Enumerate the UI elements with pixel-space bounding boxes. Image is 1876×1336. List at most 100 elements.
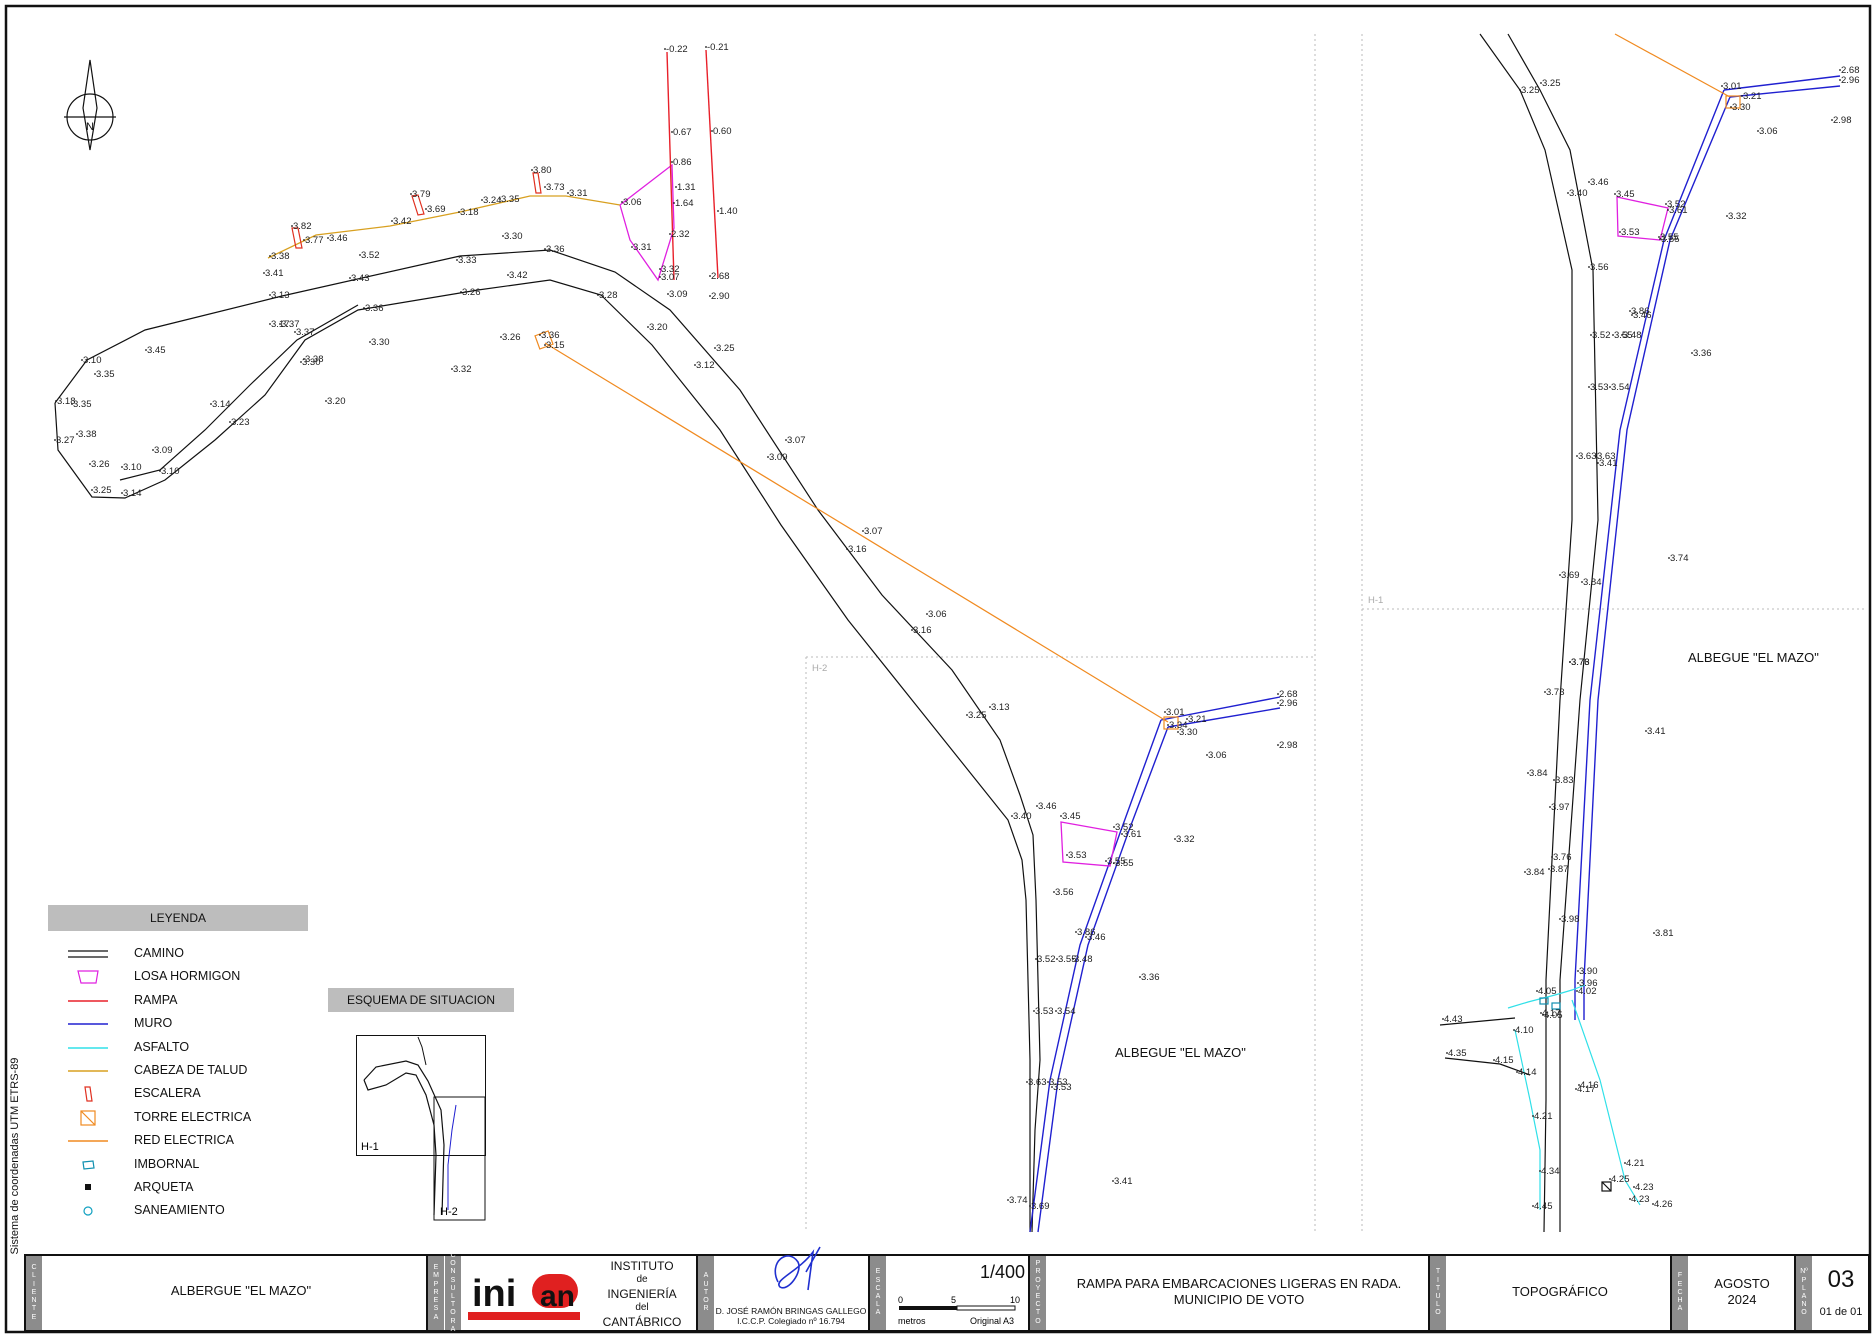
- sheet-label-h2: H-2: [812, 663, 827, 674]
- spot-height-label: 3.25: [716, 343, 735, 354]
- spot-height-marker: [667, 293, 669, 295]
- tab-letter: N: [31, 1297, 37, 1305]
- spot-height-label: 3.69: [1031, 1201, 1050, 1212]
- spot-height-marker: [1553, 779, 1555, 781]
- spot-height-label: 3.46: [1087, 932, 1106, 943]
- spot-height-marker: [1559, 574, 1561, 576]
- spot-height-label: 3.13: [271, 290, 290, 301]
- spot-height-marker: [539, 334, 541, 336]
- spot-height-label: 3.28: [599, 290, 618, 301]
- spot-height-marker: [269, 294, 271, 296]
- spot-height-marker: [1544, 691, 1546, 693]
- spot-height-marker: [1597, 462, 1599, 464]
- tab-letter: E: [875, 1268, 881, 1276]
- spot-height-marker: [673, 202, 675, 204]
- spot-height-marker: [1035, 958, 1037, 960]
- spot-height-label: 3.55: [1115, 858, 1134, 869]
- spot-height-marker: [325, 400, 327, 402]
- spot-height-marker: [460, 291, 462, 293]
- tab-letter: L: [876, 1301, 880, 1309]
- tab-letter: T: [1435, 1284, 1441, 1292]
- spot-height-marker: [1493, 1059, 1495, 1061]
- spot-height-label: 3.76: [1571, 657, 1590, 668]
- spot-heights-h1: 3.253.252.682.963.013.213.303.062.983.40…: [1442, 65, 1860, 1212]
- tab-letter: O: [450, 1260, 456, 1268]
- spot-height-label: 3.24: [483, 195, 502, 206]
- tab-letter: E: [433, 1264, 439, 1272]
- spot-height-marker: [1609, 386, 1611, 388]
- spot-height-label: 3.35: [73, 399, 92, 410]
- spot-height-label: 3.83: [1555, 775, 1574, 786]
- tab-letter: A: [875, 1309, 881, 1317]
- spot-height-label: 3.10: [161, 466, 180, 477]
- spot-height-label: 3.53: [1053, 1082, 1072, 1093]
- spot-height-label: 3.52: [1115, 822, 1134, 833]
- spot-height-label: 2.32: [671, 229, 690, 240]
- tab-letter: C: [1035, 1301, 1041, 1309]
- tab-letter: A: [433, 1313, 439, 1321]
- spot-height-marker: [846, 548, 848, 550]
- author-name: D. JOSÉ RAMÓN BRINGAS GALLEGO: [715, 1306, 867, 1316]
- spot-height-marker: [1527, 772, 1529, 774]
- legend-label: ARQUETA: [134, 1179, 194, 1194]
- spot-height-marker: [89, 463, 91, 465]
- spot-heights-h2: 2.682.963.013.213.343.303.062.983.463.40…: [1007, 689, 1298, 1212]
- spot-height-label: 3.63: [1028, 1077, 1047, 1088]
- spot-height-label: 3.20: [327, 396, 346, 407]
- spot-height-label: 3.77: [305, 235, 324, 246]
- arqueta-symbol-icon: [85, 1183, 91, 1190]
- tab-letter: P: [1035, 1260, 1041, 1268]
- spot-height-label: 3.80: [533, 165, 552, 176]
- spot-height-marker: [1629, 1198, 1631, 1200]
- spot-height-label: 4.05: [1538, 986, 1557, 997]
- losa-symbol-icon: [77, 970, 99, 984]
- tab-letter: C: [450, 1251, 456, 1259]
- spot-height-marker: [359, 254, 361, 256]
- spot-height-marker: [1621, 334, 1623, 336]
- spot-height-label: 4.21: [1626, 1158, 1645, 1169]
- spot-height-marker: [1578, 1084, 1580, 1086]
- legend-item: ESCALERA: [48, 1083, 308, 1106]
- tab-letter: O: [703, 1297, 709, 1305]
- spot-height-marker: [1139, 976, 1141, 978]
- red-electrica-lines: [544, 33, 1731, 723]
- spot-height-label: 3.12: [696, 360, 715, 371]
- spot-height-marker: [1665, 203, 1667, 205]
- tab-letter: N: [1801, 1301, 1807, 1309]
- spot-height-label: 3.52: [1667, 199, 1686, 210]
- scale-tick: 0: [898, 1295, 903, 1305]
- spot-height-marker: [159, 470, 161, 472]
- logo-wordmark: ini: [472, 1273, 516, 1315]
- spot-height-marker: [1645, 730, 1647, 732]
- spot-height-label: 3.55: [1661, 234, 1680, 245]
- tab-letter: L: [1802, 1284, 1806, 1292]
- spot-height-marker: [499, 198, 501, 200]
- spot-height-label: 3.07: [661, 272, 680, 283]
- plan-count: 01 de 01: [1819, 1306, 1863, 1318]
- spot-height-label: 3.90: [1579, 966, 1598, 977]
- spot-height-label: 3.21: [1188, 714, 1207, 725]
- spot-height-label: 3.06: [928, 609, 947, 620]
- spot-height-label: -0.22: [666, 44, 688, 55]
- spot-height-marker: [121, 492, 123, 494]
- spot-height-marker: [1581, 581, 1583, 583]
- spot-height-label: 3.45: [1616, 189, 1635, 200]
- spot-height-label: -0.21: [707, 42, 729, 53]
- spot-height-label: 3.30: [1179, 727, 1198, 738]
- spot-height-label: 3.74: [1009, 1195, 1028, 1206]
- spot-height-marker: [1519, 89, 1521, 91]
- spot-height-marker: [1011, 815, 1013, 817]
- spot-height-label: 3.73: [546, 182, 565, 193]
- spot-height-label: 3.46: [1038, 801, 1057, 812]
- tab-letter: T: [31, 1305, 37, 1313]
- spot-height-marker: [94, 373, 96, 375]
- north-letter: N: [86, 121, 94, 133]
- spot-height-marker: [303, 239, 305, 241]
- camino-symbol-icon: [68, 950, 108, 958]
- spot-height-label: 3.26: [91, 459, 110, 470]
- tab-letter: U: [1435, 1293, 1441, 1300]
- spot-height-label: 4.16: [1580, 1080, 1599, 1091]
- spot-height-label: 3.25: [93, 485, 112, 496]
